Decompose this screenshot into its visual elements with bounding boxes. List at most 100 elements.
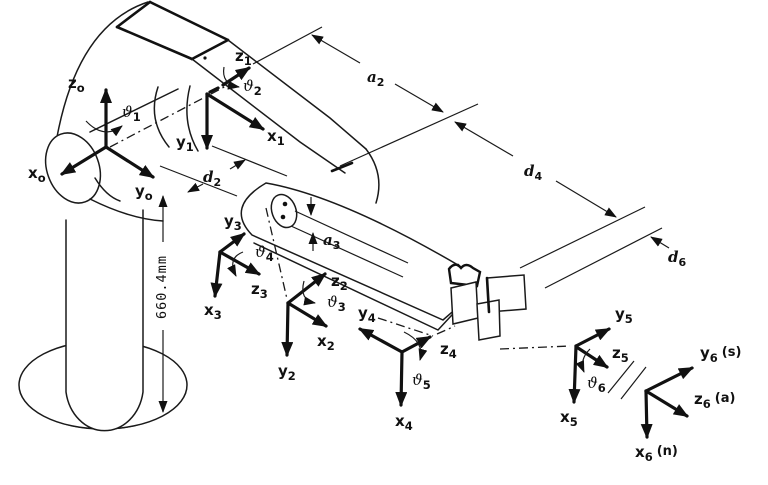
theta4-label: ϑ4: [255, 243, 274, 264]
x6-axis-arrow: [640, 389, 653, 439]
x3-label: x3: [204, 301, 222, 322]
d4-line-left: [454, 121, 514, 157]
joint2-axis-centerline: [109, 83, 231, 148]
elbow-pin-dot-2: [280, 214, 286, 220]
shoulder-front-arc-left: [153, 86, 170, 148]
forearm-link: [240, 182, 647, 400]
y2-label: y2: [278, 362, 296, 383]
z1-axis-dash: [208, 86, 220, 94]
y1-label: y1: [176, 133, 194, 154]
y5-axis-arrow: [574, 327, 611, 348]
theta1-rotation-arc: [85, 120, 123, 137]
theta6-rotation-arc: [575, 348, 591, 373]
arm-band-left-end: [115, 0, 152, 29]
theta5-label: ϑ5: [412, 371, 431, 392]
x3-axis-arrow: [210, 250, 223, 298]
frame-5: y5 z5 x5 ϑ6: [560, 305, 633, 429]
y0-axis-arrow: [104, 145, 155, 179]
theta4-rotation-arc: [227, 251, 244, 277]
y6-label: y6(s): [700, 344, 741, 365]
y2-axis-arrow: [281, 301, 294, 357]
wrist-clamp: [447, 263, 482, 288]
d4-extension-left: [339, 103, 479, 167]
a3-label: a3: [323, 231, 340, 252]
upper-arm-link: [115, 0, 380, 204]
d2-extension-lower: [159, 165, 238, 197]
theta3-rotation-arc: [302, 280, 316, 306]
wrist-plate-edge: [485, 276, 491, 314]
z5-label: z5: [612, 344, 629, 365]
shoulder-bottom-curve: [89, 198, 164, 222]
theta2-label: ϑ2: [243, 77, 262, 98]
d4-extension-right: [519, 206, 646, 269]
dimension-d4: d4: [330, 103, 646, 269]
theta1-label: ϑ1: [122, 103, 141, 124]
base-height-label: 660.4mm: [154, 255, 170, 319]
x0-axis-arrow: [60, 145, 108, 176]
x2-axis-arrow: [286, 301, 328, 328]
d6-extension: [544, 227, 663, 289]
frame-4: y4 z4 x4 ϑ5: [358, 304, 457, 433]
frame-1: z1 y1 x1 ϑ2: [176, 47, 285, 154]
z3-axis-arrow: [218, 250, 261, 276]
y0-label: yo: [135, 182, 153, 203]
x5-label: x5: [560, 408, 578, 429]
a2-line-left: [311, 34, 361, 64]
z4-axis-dash: [436, 325, 456, 335]
d4-line-right: [555, 180, 617, 218]
upper-arm-end-cap: [365, 148, 380, 204]
d2-line-upper: [229, 159, 246, 170]
center-mark-dot: [203, 56, 207, 60]
dimension-d6: d6: [544, 227, 687, 289]
z3-label: z3: [251, 280, 268, 301]
arm-band-inner-edge: [115, 25, 194, 61]
wrist-plate-lower: [476, 299, 501, 341]
z4-axis-arrow: [400, 335, 432, 354]
wrist-axis-centerline-b: [499, 345, 571, 350]
z1-label: z1: [235, 47, 252, 68]
x1-label: x1: [267, 127, 285, 148]
dimension-base-height: 660.4mm: [154, 195, 170, 413]
x1-axis-arrow: [205, 92, 265, 131]
z6-label: z6(a): [694, 390, 735, 411]
dimension-d2: d2: [159, 145, 288, 197]
z5-axis-arrow: [576, 346, 609, 369]
elbow-axis-centerline: [265, 207, 288, 300]
d6-label: d6: [668, 248, 687, 269]
z0-label: zo: [68, 74, 85, 95]
shoulder-inner-curve: [94, 177, 121, 202]
dimension-a3: a3: [290, 197, 409, 278]
x5-axis-arrow: [568, 344, 581, 404]
wrist-plate-left: [450, 281, 479, 325]
a2-line-right: [394, 83, 444, 113]
z2-label: z2: [331, 272, 348, 293]
dimension-a2: a2: [252, 26, 444, 113]
frame-6: y6(s) z6(a) x6(n): [635, 344, 741, 464]
a2-extension-left: [252, 26, 323, 65]
tool-flange: [607, 360, 647, 400]
base-cylinder: [65, 209, 144, 432]
elbow-bore: [270, 193, 298, 229]
z6-axis-arrow: [644, 389, 689, 418]
upper-arm-bottom-edge: [191, 58, 346, 174]
base-pedestal: [18, 209, 188, 432]
shoulder-front-arc-right: [186, 85, 199, 152]
y5-label: y5: [615, 305, 633, 326]
theta3-label: ϑ3: [327, 293, 346, 314]
d2-extension-upper: [211, 145, 288, 177]
theta5-rotation-arc: [403, 331, 428, 361]
y4-label: y4: [358, 304, 376, 325]
arm-band-right-end: [190, 38, 230, 61]
y4-axis-arrow: [358, 327, 404, 354]
d6-arrow: [650, 236, 670, 249]
z4-label: z4: [440, 340, 457, 361]
d2-line-lower: [187, 182, 204, 193]
a3-line-upper: [294, 210, 409, 264]
d2-label: d2: [203, 168, 221, 189]
x4-axis-arrow: [395, 350, 408, 407]
d4-extension-tick: [330, 161, 354, 173]
upper-arm-top-edge: [227, 39, 367, 150]
y6-axis-arrow: [644, 366, 694, 393]
